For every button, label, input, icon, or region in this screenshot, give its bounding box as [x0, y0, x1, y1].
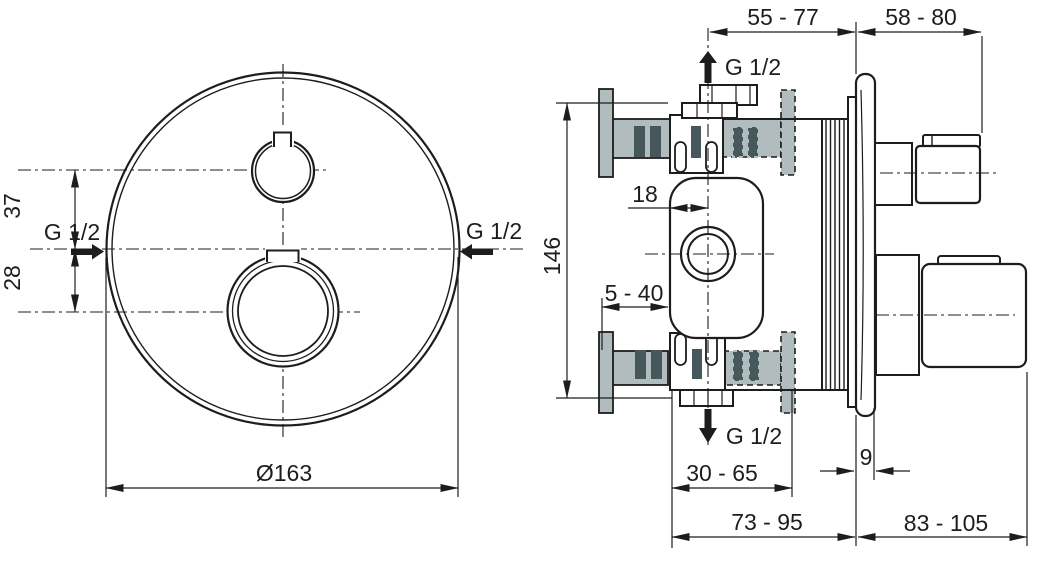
left-inlet-label: G 1/2: [44, 219, 100, 245]
left-inlet-arrow: [71, 244, 104, 260]
bottom-flange: [669, 332, 726, 391]
right-inlet-label: G 1/2: [466, 218, 522, 244]
rough-in-depth-label: 30 - 65: [686, 460, 758, 486]
depth-to-wall-label: 55 - 77: [747, 4, 819, 30]
bottom-outlet-arrow: [699, 409, 717, 443]
front-temperature-knob: [226, 248, 340, 368]
top-flange: [669, 114, 724, 174]
wall-total-depth-label: 73 - 95: [731, 509, 803, 535]
front-view: G 1/2 G 1/2 37 28 Ø163: [0, 64, 523, 497]
side-centerlines: [645, 28, 1015, 445]
upper-offset-label: 37: [0, 193, 25, 219]
side-view: G 1/2 G 1/2: [539, 4, 1028, 548]
diameter-dimension: [105, 257, 459, 497]
side-faceplate: [847, 72, 877, 418]
extension-lines: [556, 22, 1028, 548]
dimension-lines: [563, 28, 1028, 541]
front-diverter-knob: [250, 129, 316, 204]
diameter-label: Ø163: [256, 460, 312, 486]
wall-to-handle-label: 58 - 80: [885, 4, 957, 30]
valve-housing: [680, 118, 849, 391]
side-diverter-handle: [874, 134, 982, 206]
bottom-outlet-label: G 1/2: [726, 423, 782, 449]
faceplate-thickness-label: 9: [860, 444, 873, 470]
center-offset-label: 18: [632, 181, 658, 207]
mounting-rail-solid: [598, 88, 671, 414]
top-outlet-arrow: [699, 51, 717, 83]
handle-projection-label: 83 - 105: [904, 510, 988, 536]
plaster-depth-label: 5 - 40: [605, 280, 664, 306]
top-outlet-fitting: [681, 84, 758, 119]
lower-offset-label: 28: [0, 265, 25, 291]
bottom-outlet-fitting: [679, 389, 734, 407]
top-outlet-label: G 1/2: [725, 54, 781, 80]
right-inlet-arrow: [460, 244, 493, 260]
front-faceplate: [105, 71, 461, 427]
cartridge-body: [668, 176, 765, 340]
body-height-label: 146: [539, 237, 565, 275]
